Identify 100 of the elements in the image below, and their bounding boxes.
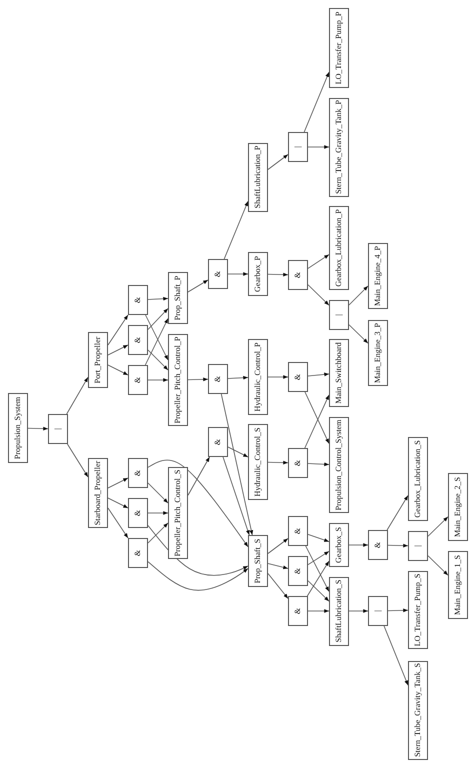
arrow xyxy=(108,364,128,376)
arrow xyxy=(268,563,288,570)
event-box xyxy=(448,551,468,619)
event-label: & xyxy=(134,470,142,476)
arrow xyxy=(148,350,168,370)
event-box xyxy=(288,516,308,546)
arrow xyxy=(108,344,128,356)
event-box xyxy=(88,332,108,388)
arrow xyxy=(148,296,168,301)
arrow xyxy=(220,394,254,536)
event-label: | xyxy=(335,314,343,316)
arrow xyxy=(188,280,208,292)
event-box xyxy=(208,427,228,457)
arrow xyxy=(148,522,168,544)
event-box xyxy=(329,417,349,513)
arrow xyxy=(222,456,250,536)
event-box xyxy=(448,473,468,541)
event-box xyxy=(329,8,349,88)
event-label: Gearbox_Lubrication_S xyxy=(414,440,422,518)
event-box xyxy=(288,260,308,290)
event-label: & xyxy=(294,528,302,534)
arrow xyxy=(348,324,368,344)
event-box xyxy=(368,530,388,560)
event-label: & xyxy=(294,460,302,466)
event-label: & xyxy=(294,272,302,278)
arrow xyxy=(308,372,330,376)
arrow xyxy=(148,378,168,382)
event-label: Gearbox_S xyxy=(335,527,343,563)
event-label: Propeller_Pitch_Control_P xyxy=(174,336,182,424)
event-label: & xyxy=(134,296,142,304)
event-box xyxy=(408,660,428,760)
event-box xyxy=(329,523,349,567)
arrow xyxy=(308,550,330,566)
arrow xyxy=(388,608,408,612)
event-label: & xyxy=(134,510,142,516)
event-box xyxy=(88,458,108,528)
arrow xyxy=(66,444,88,478)
event-box xyxy=(168,334,188,426)
arrow xyxy=(224,200,248,260)
arrow xyxy=(308,534,330,542)
arrow xyxy=(148,561,248,591)
event-label: Propeller_Pitch_Control_S xyxy=(174,470,182,556)
event-box xyxy=(128,285,148,315)
arrow xyxy=(108,498,128,508)
event-label: & xyxy=(214,438,222,446)
event-box xyxy=(128,498,148,528)
event-label: & xyxy=(374,542,382,548)
arrow xyxy=(188,456,210,496)
arrow xyxy=(386,495,408,530)
event-box xyxy=(208,364,228,394)
arrow xyxy=(268,375,288,379)
event-box xyxy=(329,206,349,290)
arrow xyxy=(308,580,330,602)
arrow xyxy=(308,254,330,269)
event-label: Stern_Tube_Gravity_Tank_P xyxy=(335,100,343,194)
event-box xyxy=(128,325,148,355)
event-label: ShaftLubrication_S xyxy=(335,580,343,642)
arrow xyxy=(148,511,168,515)
arrow xyxy=(108,508,128,538)
event-label: Starboard_Propeller xyxy=(94,460,102,526)
event-label: | xyxy=(374,610,382,612)
event-label: Main_Engine_4_P xyxy=(374,246,382,306)
event-box xyxy=(329,576,349,646)
event-label: Stern_Tube_Gravity_Tank_S xyxy=(414,663,422,757)
event-box xyxy=(248,535,268,587)
event-label: ShaftLubrication_P xyxy=(254,146,262,208)
event-box xyxy=(248,142,268,212)
arrow xyxy=(306,560,330,596)
event-box xyxy=(248,339,268,415)
event-label: | xyxy=(414,545,422,547)
event-label: Gearbox_Lubrication_P xyxy=(335,209,343,287)
arrow xyxy=(228,446,248,458)
arrow xyxy=(148,482,168,504)
arrow xyxy=(348,609,368,613)
event-label: Prop_Shaft_P xyxy=(174,276,182,320)
event-box xyxy=(288,556,308,586)
event-box xyxy=(288,596,308,626)
event-box xyxy=(48,414,68,444)
arrow xyxy=(188,377,208,382)
event-label: Propulsion_Control_System xyxy=(335,420,343,510)
event-label: LO_Transfer_Pump_P xyxy=(335,12,343,84)
event-label: Main_Switchboard xyxy=(335,342,343,404)
event-box xyxy=(329,98,349,196)
arrow xyxy=(268,272,288,277)
arrow xyxy=(148,525,248,576)
event-box xyxy=(8,393,28,463)
event-label: Main_Engine_2_S xyxy=(454,477,462,537)
event-box xyxy=(128,365,148,395)
event-box xyxy=(329,300,349,330)
event-label: & xyxy=(214,270,222,278)
event-box xyxy=(288,132,308,162)
event-label: Main_Engine_3_P xyxy=(374,323,382,383)
event-box xyxy=(368,320,388,386)
event-box xyxy=(168,272,188,324)
arrow xyxy=(148,308,168,330)
event-label: & xyxy=(134,550,142,556)
arrow xyxy=(144,318,168,366)
event-box xyxy=(208,259,228,289)
arrow xyxy=(268,460,288,465)
event-box xyxy=(128,458,148,488)
